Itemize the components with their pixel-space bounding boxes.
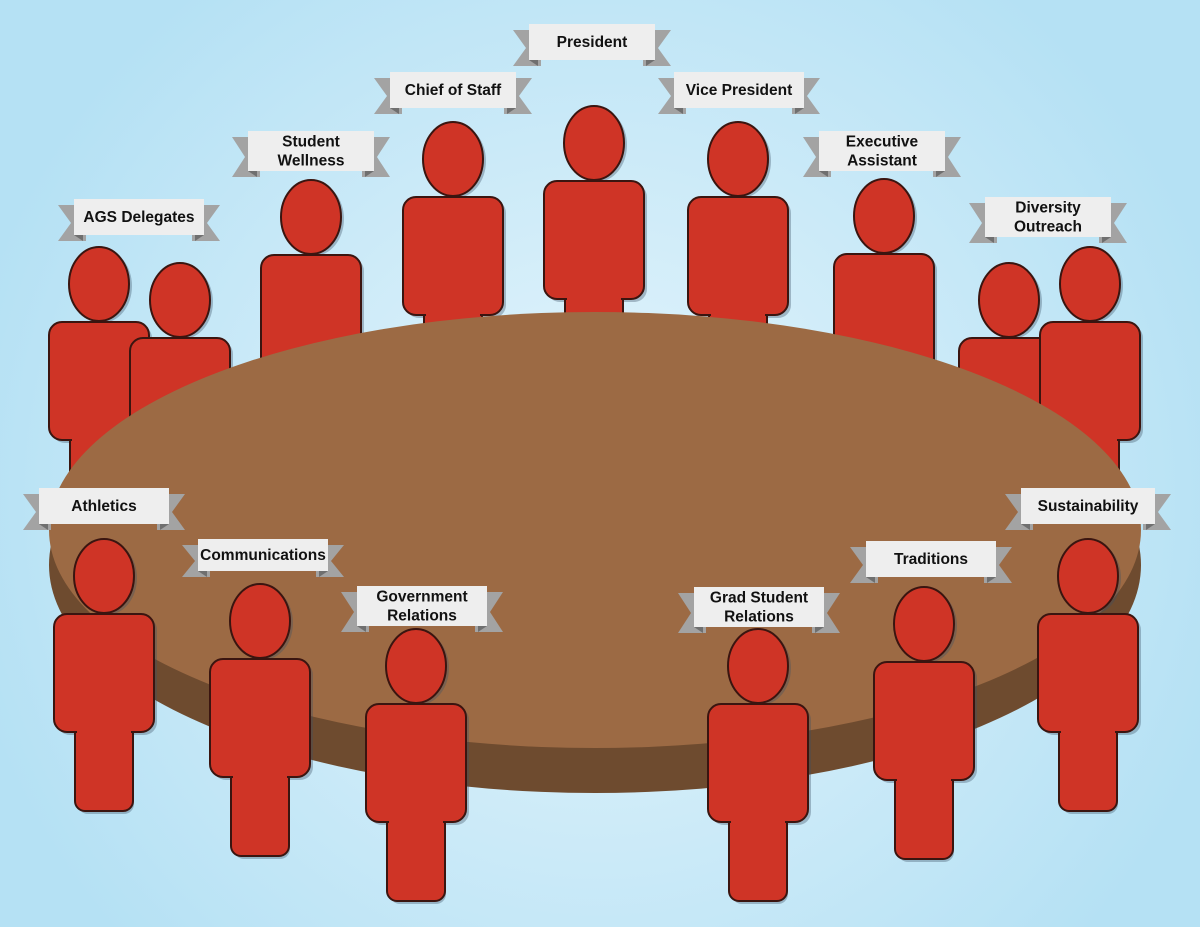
chief-of-staff-label: Chief of Staff: [374, 72, 532, 114]
label-text: Traditions: [894, 551, 968, 568]
person-head: [893, 586, 955, 662]
athletics-label: Athletics: [23, 488, 185, 530]
banner: [1021, 488, 1155, 524]
label-text: Sustainability: [1038, 498, 1139, 515]
label-text: Vice President: [686, 82, 793, 99]
banner: [819, 131, 945, 171]
president-person: [543, 105, 647, 381]
person-torso: [365, 703, 467, 823]
label-text: Grad Student: [710, 590, 808, 607]
sustainability-label: Sustainability: [1005, 488, 1171, 530]
ags-delegates-label: AGS Delegates: [58, 199, 220, 241]
banner: [248, 131, 374, 171]
person-torso: [1037, 613, 1139, 733]
person-torso: [53, 613, 155, 733]
label-text: President: [557, 34, 628, 51]
banner: [74, 199, 204, 235]
sustainability-person: [1037, 538, 1141, 814]
label-text: Relations: [724, 609, 794, 626]
label-text: Student: [282, 134, 340, 151]
person-head: [229, 583, 291, 659]
round-table: [49, 312, 1141, 793]
label-text: Wellness: [278, 153, 345, 170]
person-head: [73, 538, 135, 614]
traditions-label: Traditions: [850, 541, 1012, 583]
person-head: [68, 246, 130, 322]
banner: [529, 24, 655, 60]
person-head: [853, 178, 915, 254]
label-text: Executive: [846, 134, 919, 151]
person-head: [385, 628, 447, 704]
banner: [866, 541, 996, 577]
person-head: [563, 105, 625, 181]
table-top: [49, 312, 1141, 748]
vice-president-label: Vice President: [658, 72, 820, 114]
person-head: [1059, 246, 1121, 322]
label-text: Outreach: [1014, 219, 1082, 236]
person-torso: [402, 196, 504, 316]
person-torso: [543, 180, 645, 300]
person-head: [727, 628, 789, 704]
grad-student-relations-person: [707, 628, 811, 904]
athletics-person: [53, 538, 157, 814]
government-relations-person: [365, 628, 469, 904]
person-head: [280, 179, 342, 255]
banner: [694, 587, 824, 627]
person-torso: [707, 703, 809, 823]
banner: [357, 586, 487, 626]
person-head: [707, 121, 769, 197]
label-text: Relations: [387, 608, 457, 625]
label-text: Communications: [200, 547, 326, 564]
label-text: Chief of Staff: [405, 82, 502, 99]
banner: [674, 72, 804, 108]
person-torso: [209, 658, 311, 778]
banner: [39, 488, 169, 524]
person-head: [422, 121, 484, 197]
banner: [985, 197, 1111, 237]
communications-label: Communications: [182, 539, 344, 577]
label-text: Diversity: [1015, 200, 1081, 217]
front-row-people: [53, 538, 1141, 904]
label-text: Assistant: [847, 153, 917, 170]
person-head: [1057, 538, 1119, 614]
person-head: [978, 262, 1040, 338]
president-label: President: [513, 24, 671, 66]
communications-person: [209, 583, 313, 859]
person-torso: [873, 661, 975, 781]
banner: [390, 72, 516, 108]
banner: [198, 539, 328, 571]
person-head: [149, 262, 211, 338]
person-torso: [687, 196, 789, 316]
label-text: Government: [376, 589, 467, 606]
traditions-person: [873, 586, 977, 862]
label-text: AGS Delegates: [83, 209, 194, 226]
label-text: Athletics: [71, 498, 136, 515]
